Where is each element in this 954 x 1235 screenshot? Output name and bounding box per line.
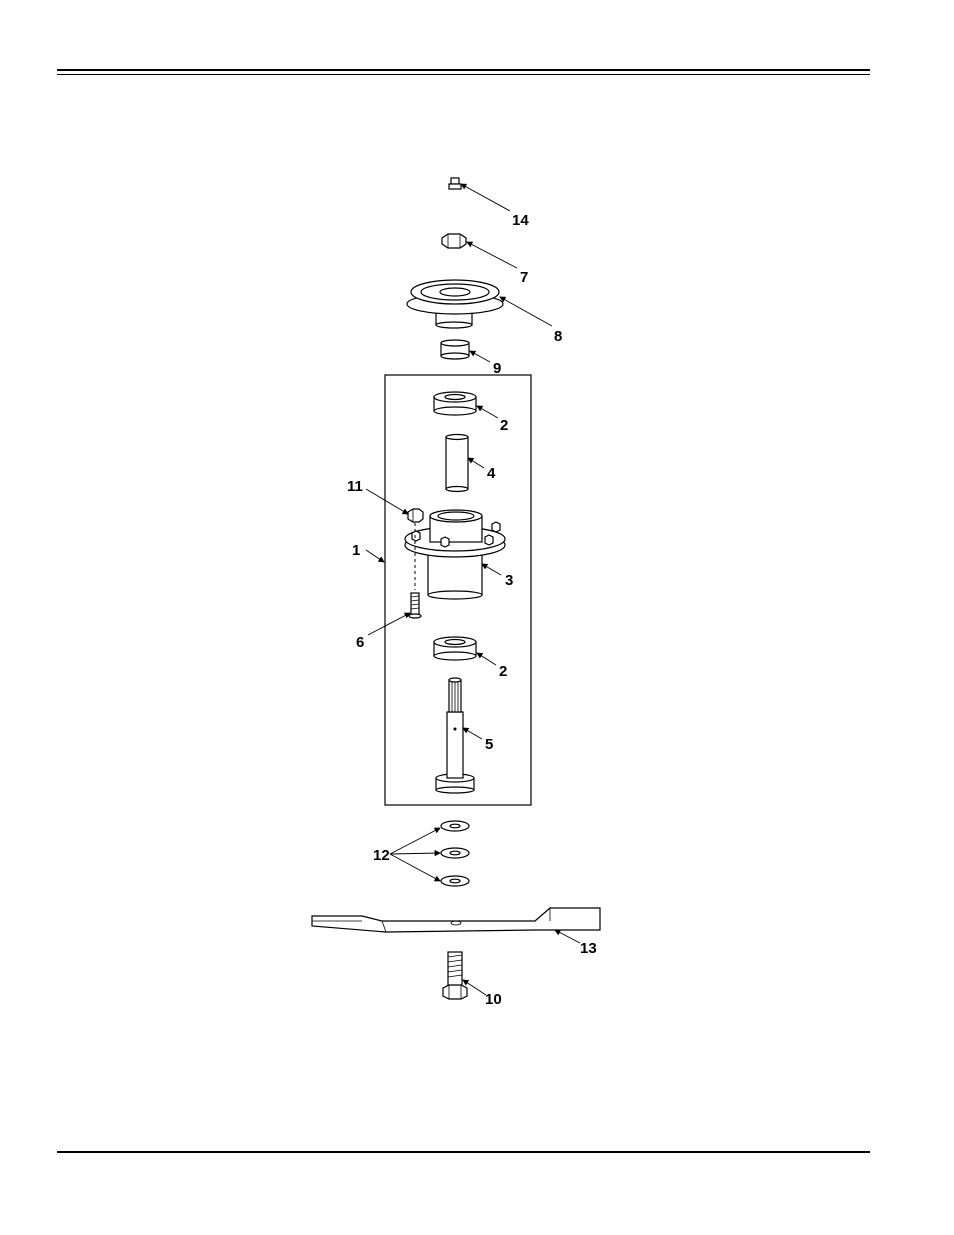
- callout-14: 14: [512, 212, 529, 229]
- callout-7: 7: [520, 269, 528, 286]
- callout-5: 5: [485, 736, 493, 753]
- washers-part-12: [441, 821, 469, 886]
- spindle-shaft-part-5: [436, 678, 474, 793]
- spindle-housing-part-3: [405, 510, 505, 599]
- pulley-part-8: [407, 280, 503, 328]
- grease-fitting-part-14: [449, 178, 461, 189]
- callout-13: 13: [580, 940, 597, 957]
- callout-9: 9: [493, 360, 501, 377]
- nut-part-11: [408, 509, 423, 522]
- hex-nut-part-7: [442, 234, 466, 248]
- callout-1: 1: [352, 542, 360, 559]
- callout-6: 6: [356, 634, 364, 651]
- callout-3: 3: [505, 572, 513, 589]
- spacer-part-9: [441, 340, 469, 359]
- callout-4: 4: [487, 465, 496, 482]
- upper-bearing-part-2: [434, 392, 476, 415]
- callout-8: 8: [554, 328, 562, 345]
- mower-blade-part-13: [312, 908, 600, 932]
- callout-11: 11: [347, 478, 363, 495]
- blade-bolt-part-10: [443, 952, 467, 999]
- callout-10: 10: [485, 991, 502, 1008]
- callout-12: 12: [373, 847, 390, 864]
- spacer-tube-part-4: [446, 435, 468, 492]
- lower-bearing-part-2: [434, 637, 476, 660]
- carriage-bolt-part-6: [409, 593, 421, 618]
- callout-2-lower: 2: [499, 663, 507, 680]
- callout-2-upper: 2: [500, 417, 508, 434]
